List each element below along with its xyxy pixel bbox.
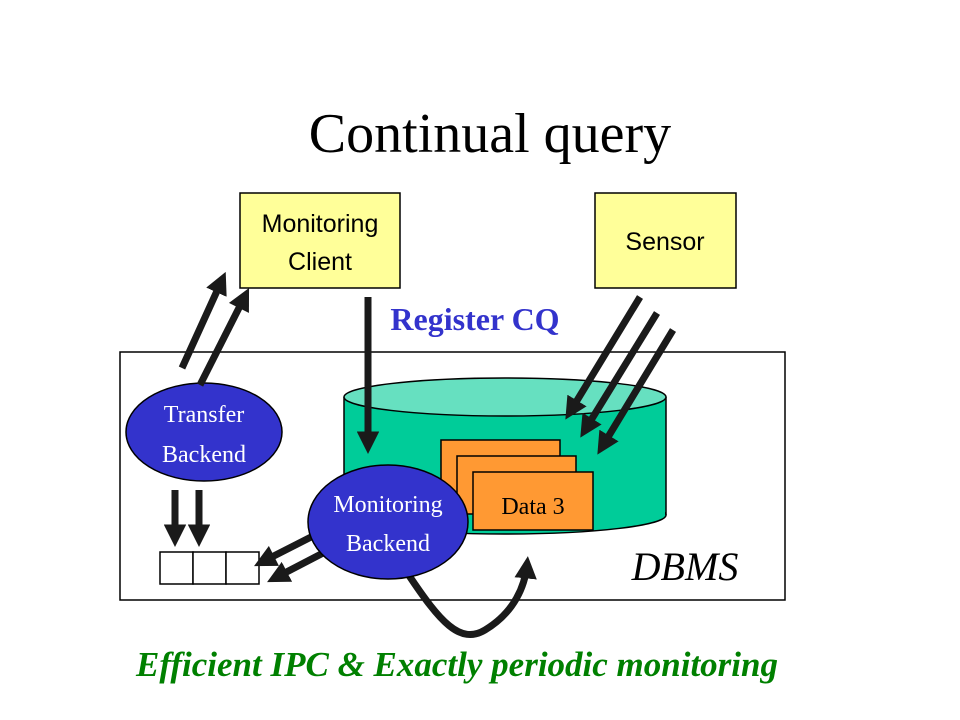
queue-cell-3 bbox=[225, 551, 260, 585]
data-box-3 bbox=[472, 471, 594, 531]
arrow-backend-to-queue-1 bbox=[254, 531, 317, 567]
sensor-box: Sensor bbox=[594, 192, 737, 289]
arrow-backend-to-data-loop bbox=[405, 556, 537, 638]
queue-cell-1 bbox=[159, 551, 194, 585]
queue-cell-2 bbox=[192, 551, 227, 585]
transfer-backend-node: Transfer Backend bbox=[125, 382, 283, 482]
sensor-label: Sensor bbox=[625, 228, 704, 256]
arrow-sensor-3 bbox=[597, 328, 676, 455]
monitoring-client-label-line1: Monitoring bbox=[262, 210, 379, 238]
footer-caption: Efficient IPC & Exactly periodic monitor… bbox=[135, 645, 778, 684]
arrow-transfer-to-client-1 bbox=[178, 271, 227, 370]
monitoring-client-label-line2: Client bbox=[288, 248, 352, 276]
monitoring-backend-label-line2: Backend bbox=[346, 531, 430, 557]
data-3-label: Data 3 bbox=[501, 494, 564, 520]
arrow-backend-to-queue-2 bbox=[267, 548, 327, 583]
monitoring-client-box: Monitoring Client bbox=[239, 192, 401, 289]
arrow-sensor-2 bbox=[580, 311, 660, 438]
transfer-backend-label-line2: Backend bbox=[162, 442, 246, 468]
slide-title: Continual query bbox=[309, 103, 671, 165]
monitoring-backend-node: Monitoring Backend bbox=[307, 464, 469, 580]
arrow-sensor-1 bbox=[565, 295, 643, 420]
dbms-label: DBMS bbox=[631, 544, 739, 589]
monitoring-backend-label-line1: Monitoring bbox=[333, 492, 442, 518]
arrows bbox=[163, 271, 676, 638]
register-cq-label: Register CQ bbox=[390, 301, 559, 337]
message-queue bbox=[159, 551, 260, 585]
transfer-backend-label-line1: Transfer bbox=[164, 402, 244, 428]
arrow-transfer-to-client-2 bbox=[196, 288, 250, 387]
data-stack: Data 3 bbox=[440, 439, 594, 531]
